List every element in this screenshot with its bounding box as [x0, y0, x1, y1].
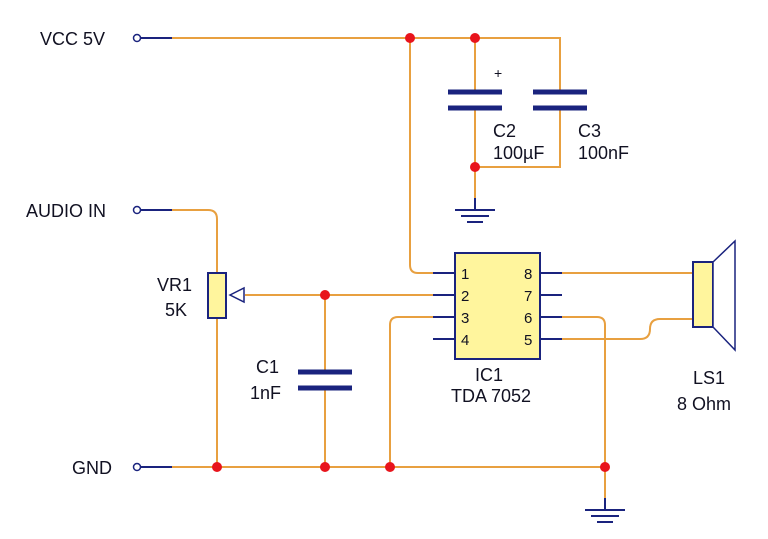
c1-value: 1nF: [250, 383, 281, 403]
ic-pin-7: 7: [524, 288, 532, 305]
junction-dot: [320, 290, 330, 300]
ls1-value: 8 Ohm: [677, 394, 731, 414]
junctions: [212, 33, 610, 472]
ic-pin-2: 2: [461, 288, 469, 305]
ic-pin-8: 8: [524, 266, 532, 283]
ic-pin-6: 6: [524, 310, 532, 327]
ic-pin-3: 3: [461, 310, 469, 327]
wire-audio-in: [140, 209, 218, 273]
ls1-ref: LS1: [693, 368, 725, 388]
ports: VCC 5V AUDIO IN GND: [26, 29, 172, 478]
wire-pin5-to-speaker: [540, 318, 693, 340]
c1-ref: C1: [256, 357, 279, 377]
wire-pin3-to-gnd: [389, 316, 455, 467]
ic-body: [454, 252, 541, 360]
port-label-audio-in: AUDIO IN: [26, 201, 106, 221]
potentiometer-icon: [207, 272, 245, 319]
c2-ref: C2: [493, 121, 516, 141]
junction-dot: [470, 33, 480, 43]
vr1-ref: VR1: [157, 275, 192, 295]
vr1-value: 5K: [165, 300, 187, 320]
potentiometer-vr1: VR1 5K: [157, 272, 245, 320]
junction-dot: [385, 462, 395, 472]
c2-value: 100µF: [493, 143, 544, 163]
ic-pin-1: 1: [461, 266, 469, 283]
ic1-ref: IC1: [475, 365, 503, 385]
speaker-ls1: LS1 8 Ohm: [677, 239, 736, 414]
port-label-vcc: VCC 5V: [40, 29, 105, 49]
ic1-value: TDA 7052: [451, 386, 531, 406]
ic-pins: [433, 272, 562, 340]
ic-tda7052: 1 2 3 4 8 7 6 5 IC1 TDA 7052: [433, 252, 562, 406]
capacitor-c3: C3 100nF: [533, 89, 629, 163]
ground-icon: [455, 198, 495, 223]
speaker-icon: [692, 239, 736, 352]
wire-vcc-rail: [140, 37, 561, 92]
port-label-gnd: GND: [72, 458, 112, 478]
junction-dot: [320, 462, 330, 472]
junction-dot: [212, 462, 222, 472]
c2-polarity: +: [494, 65, 502, 81]
c3-ref: C3: [578, 121, 601, 141]
ground-icon: [585, 498, 625, 523]
capacitor-icon: [533, 89, 587, 111]
port-terminal-audio-in: [132, 205, 142, 215]
capacitor-icon: [298, 369, 352, 391]
port-terminal-gnd: [132, 462, 142, 472]
capacitor-icon: [448, 89, 502, 111]
junction-dot: [470, 162, 480, 172]
port-terminal-vcc: [132, 33, 142, 43]
wire-pin6-to-gnd: [540, 316, 606, 510]
junction-dot: [600, 462, 610, 472]
ic-pin-4: 4: [461, 332, 469, 349]
capacitor-c2: + C2 100µF: [448, 65, 544, 163]
ic-pin-5: 5: [524, 332, 532, 349]
wire-c3-bottom: [475, 108, 561, 168]
junction-dot: [405, 33, 415, 43]
c3-value: 100nF: [578, 143, 629, 163]
capacitor-c1: C1 1nF: [250, 357, 352, 403]
wire-vcc-to-pin1: [409, 38, 455, 274]
